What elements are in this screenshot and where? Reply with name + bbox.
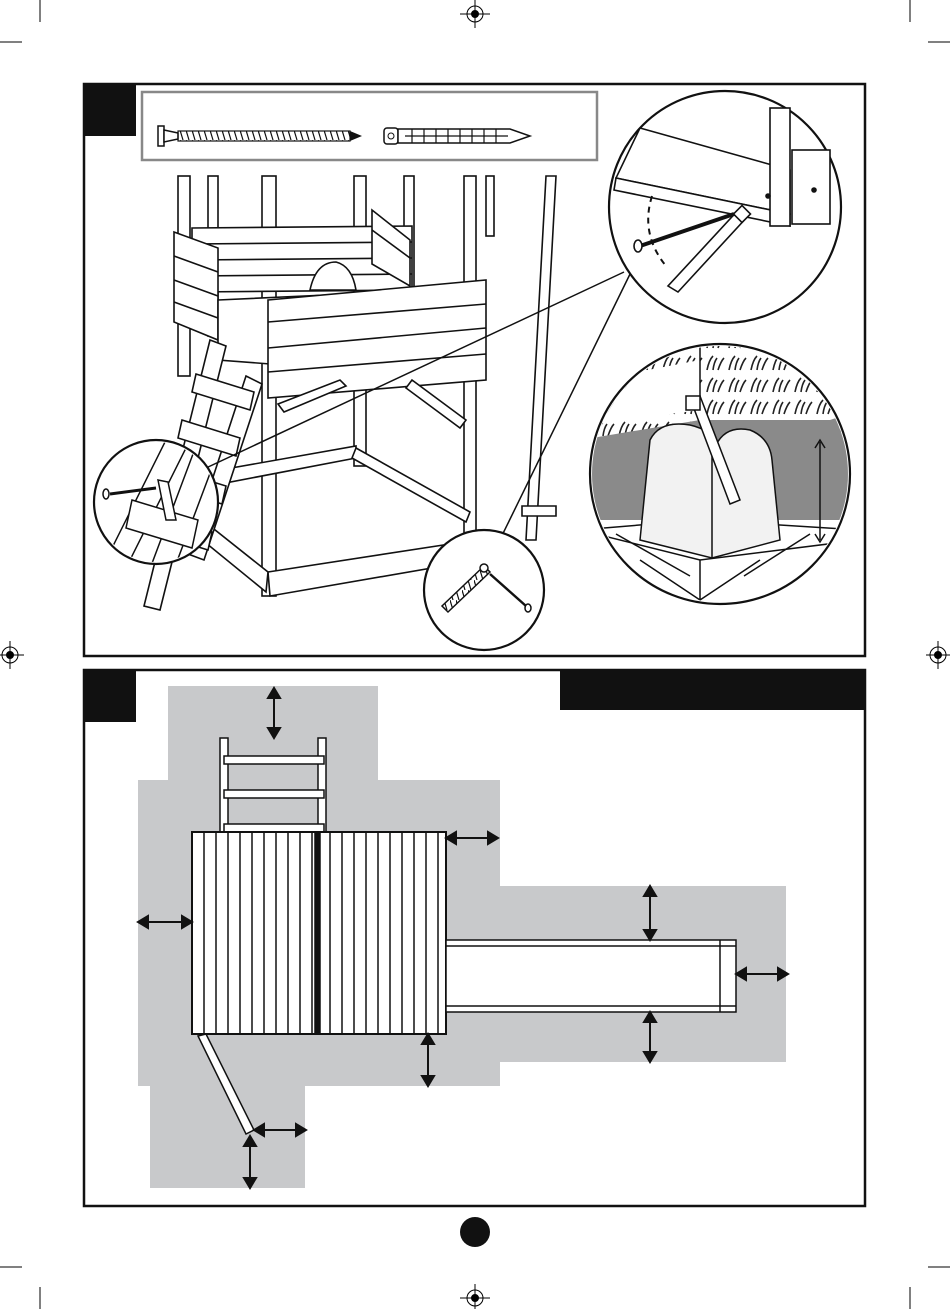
registration-mark-top — [460, 0, 490, 28]
registration-mark-left — [0, 641, 24, 669]
ground-stake-icon — [384, 128, 530, 144]
step-1-badge — [84, 84, 136, 136]
registration-mark-bottom — [460, 1284, 490, 1309]
detail-circle-ground-stake — [580, 340, 870, 620]
registration-mark-right — [926, 641, 950, 669]
step-2-panel — [84, 670, 865, 1206]
deck-top-view — [192, 832, 446, 1034]
step-2-banner — [560, 670, 865, 710]
detail-circle-stake-front — [424, 530, 544, 650]
step-1-panel — [84, 84, 870, 656]
page-number-badge — [460, 1217, 490, 1247]
slide-top-view — [446, 940, 736, 1012]
step-2-badge — [84, 670, 136, 722]
play-tower-illustration — [144, 176, 632, 610]
hardware-box — [142, 92, 597, 160]
detail-circle-frame-screw — [609, 91, 841, 323]
